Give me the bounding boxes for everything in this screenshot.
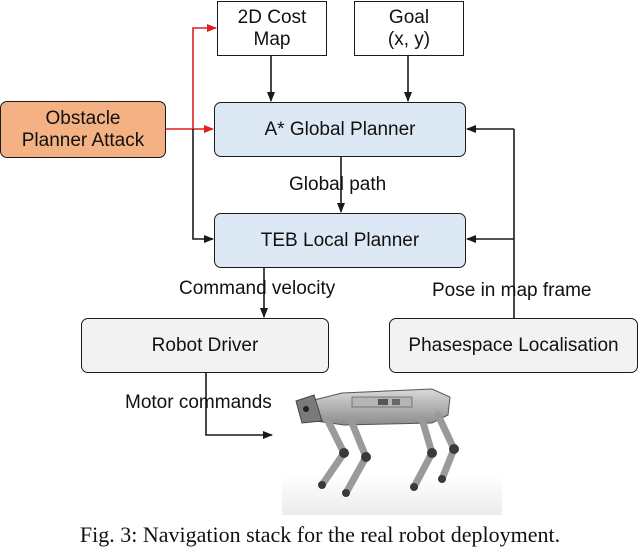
global-planner-node: A* Global Planner bbox=[214, 102, 466, 157]
localisation-node: Phasespace Localisation bbox=[389, 318, 638, 373]
edge-loop-to-local bbox=[192, 129, 214, 243]
local-planner-node: TEB Local Planner bbox=[214, 213, 466, 268]
edge-attack-to-costmap bbox=[192, 24, 217, 129]
quadruped-robot-image bbox=[282, 388, 502, 515]
obstacle-attack-node: Obstacle Planner Attack bbox=[0, 101, 166, 158]
label-global-path: Global path bbox=[289, 174, 387, 195]
label-motor-commands: Motor commands bbox=[125, 392, 272, 413]
edge-driver-to-robot bbox=[205, 373, 273, 439]
figure-caption: Fig. 3: Navigation stack for the real ro… bbox=[79, 522, 561, 547]
goal-node: Goal (x, y) bbox=[354, 1, 464, 56]
robot-driver-node: Robot Driver bbox=[81, 318, 329, 373]
cost-map-node: 2D Cost Map bbox=[217, 1, 327, 56]
label-pose-in-map-frame: Pose in map frame bbox=[432, 280, 592, 301]
label-command-velocity: Command velocity bbox=[179, 278, 336, 299]
